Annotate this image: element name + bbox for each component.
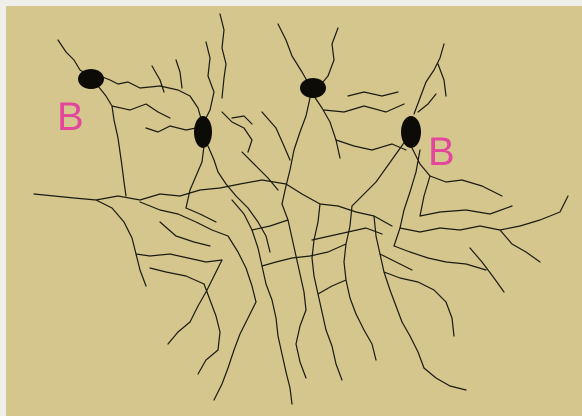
dendrite <box>286 372 292 404</box>
dendrite <box>438 64 446 96</box>
dendrite <box>352 140 406 206</box>
label-b-right: B <box>428 130 455 174</box>
dendrite <box>344 206 356 314</box>
dendrite <box>420 176 430 216</box>
dendrite <box>318 28 338 88</box>
dendrite <box>380 254 412 270</box>
dendrite <box>96 200 146 286</box>
dendrite <box>98 86 126 196</box>
dendrite <box>262 112 290 160</box>
dendrite <box>232 200 266 284</box>
dendrite <box>100 76 202 122</box>
dendrite <box>374 216 402 322</box>
dendrite <box>204 284 220 350</box>
dendrite <box>266 284 286 372</box>
dendrite <box>324 104 404 112</box>
dendrite <box>394 246 486 270</box>
dendrite <box>176 60 182 88</box>
dendrite <box>424 368 466 390</box>
dendrite <box>150 268 204 284</box>
dendrite <box>278 24 310 86</box>
dendrite <box>312 204 326 330</box>
dendrite <box>152 66 164 92</box>
dendrite-network <box>34 14 568 404</box>
dendrite <box>326 330 342 380</box>
dendrite <box>214 302 256 400</box>
label-b-left: B <box>57 95 84 139</box>
dendrite <box>262 244 346 266</box>
dendrite <box>208 146 270 252</box>
dendrite <box>348 92 398 96</box>
dendrite <box>314 96 340 158</box>
dendrite <box>198 350 218 374</box>
cell-body <box>401 116 421 148</box>
cell-body <box>194 116 212 148</box>
dendrite <box>222 112 252 152</box>
dendrite <box>232 116 252 124</box>
dendrite <box>296 310 306 378</box>
dendrite <box>168 322 190 344</box>
dendrite <box>318 280 346 294</box>
dendrite <box>242 152 278 190</box>
dendrite <box>356 314 376 360</box>
dendrite <box>220 14 226 98</box>
dendrite <box>206 42 214 118</box>
dendrite <box>146 126 196 132</box>
dendrite <box>402 322 424 368</box>
dendrite <box>500 230 540 262</box>
cell-body <box>300 78 326 98</box>
dendrite <box>140 202 228 236</box>
dendrite <box>446 302 454 336</box>
dendrite <box>336 140 406 150</box>
dendrite <box>400 196 568 232</box>
dendrite <box>470 248 504 292</box>
dendrite <box>186 146 204 208</box>
dendrite <box>412 148 502 196</box>
dendrite <box>112 104 170 118</box>
dendrite <box>34 180 286 200</box>
cell-body <box>78 69 104 89</box>
dendrite <box>228 236 256 302</box>
dendrite <box>286 184 392 226</box>
dendrite <box>420 206 512 216</box>
dendrite <box>136 254 222 262</box>
